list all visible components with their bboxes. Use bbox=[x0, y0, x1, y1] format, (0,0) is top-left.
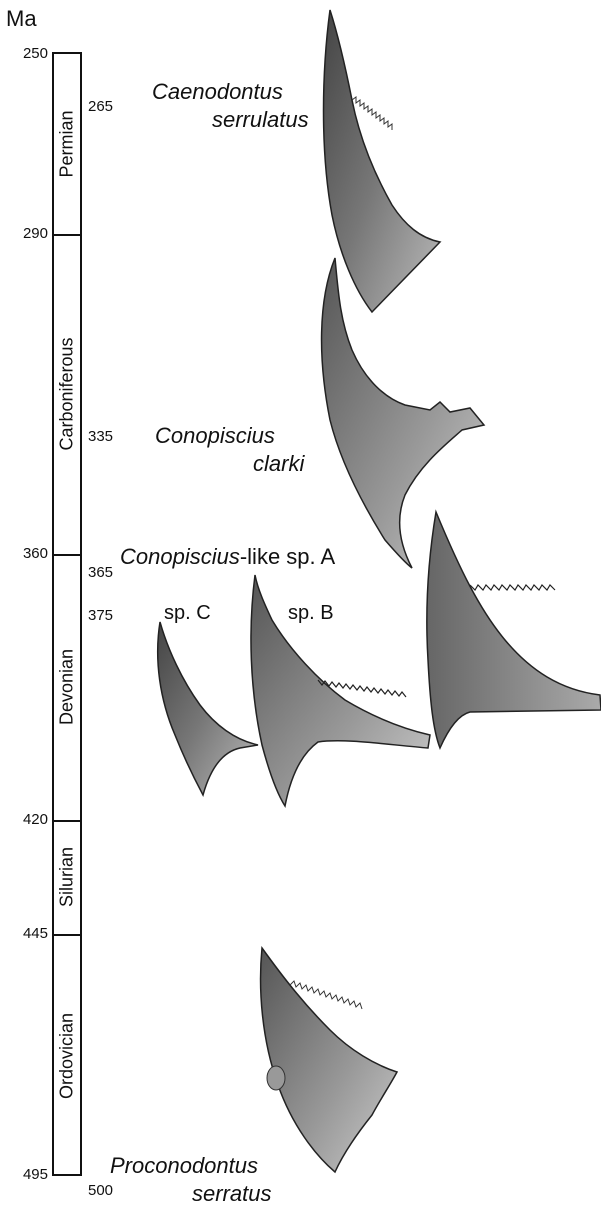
sp-c-specimen bbox=[158, 622, 258, 795]
boundary-age: 290 bbox=[8, 225, 48, 242]
period-carboniferous: Carboniferous bbox=[57, 337, 78, 450]
species-age: 375 bbox=[88, 607, 113, 624]
species-age: 335 bbox=[88, 428, 113, 445]
label-proconodontus: Proconodontus serratus bbox=[110, 1152, 271, 1208]
unit-label: Ma bbox=[6, 6, 37, 32]
stratigraphic-column: Permian Carboniferous Devonian Silurian … bbox=[52, 52, 82, 1176]
period-ordovician: Ordovician bbox=[57, 1013, 78, 1099]
conopiscius-specimen bbox=[322, 258, 484, 568]
conopiscius-species: clarki bbox=[155, 450, 304, 478]
period-silurian: Silurian bbox=[57, 847, 78, 907]
proconodontus-specimen bbox=[261, 948, 397, 1172]
sp-a-serrations bbox=[470, 585, 555, 590]
boundary-age: 250 bbox=[8, 45, 48, 62]
boundary-age: 360 bbox=[8, 545, 48, 562]
species-age: 265 bbox=[88, 98, 113, 115]
conopiscius-genus: Conopiscius bbox=[155, 422, 304, 450]
species-age: 365 bbox=[88, 564, 113, 581]
period-permian: Permian bbox=[57, 110, 78, 177]
caenodontus-genus: Caenodontus bbox=[152, 78, 309, 106]
proconodontus-species: serratus bbox=[110, 1180, 271, 1208]
boundary-line bbox=[52, 234, 82, 236]
proconodontus-basal-knob bbox=[267, 1066, 285, 1090]
boundary-line bbox=[52, 934, 82, 936]
proconodontus-genus: Proconodontus bbox=[110, 1152, 271, 1180]
boundary-line bbox=[52, 820, 82, 822]
sp-a-specimen bbox=[427, 512, 601, 748]
caenodontus-species: serrulatus bbox=[152, 106, 309, 134]
label-caenodontus: Caenodontus serrulatus bbox=[152, 78, 309, 134]
boundary-line bbox=[52, 554, 82, 556]
period-devonian: Devonian bbox=[57, 649, 78, 725]
label-sp-a: Conopiscius-like sp. A bbox=[120, 543, 335, 571]
label-conopiscius: Conopiscius clarki bbox=[155, 422, 304, 478]
label-sp-c: sp. C bbox=[164, 602, 211, 625]
boundary-age: 420 bbox=[8, 811, 48, 828]
label-sp-b: sp. B bbox=[288, 602, 334, 625]
boundary-age: 445 bbox=[8, 925, 48, 942]
boundary-age: 495 bbox=[8, 1166, 48, 1183]
sp-a-suffix: -like sp. A bbox=[240, 544, 335, 569]
sp-b-specimen bbox=[251, 575, 430, 806]
sp-a-genus: Conopiscius bbox=[120, 544, 240, 569]
caenodontus-specimen bbox=[324, 10, 441, 312]
